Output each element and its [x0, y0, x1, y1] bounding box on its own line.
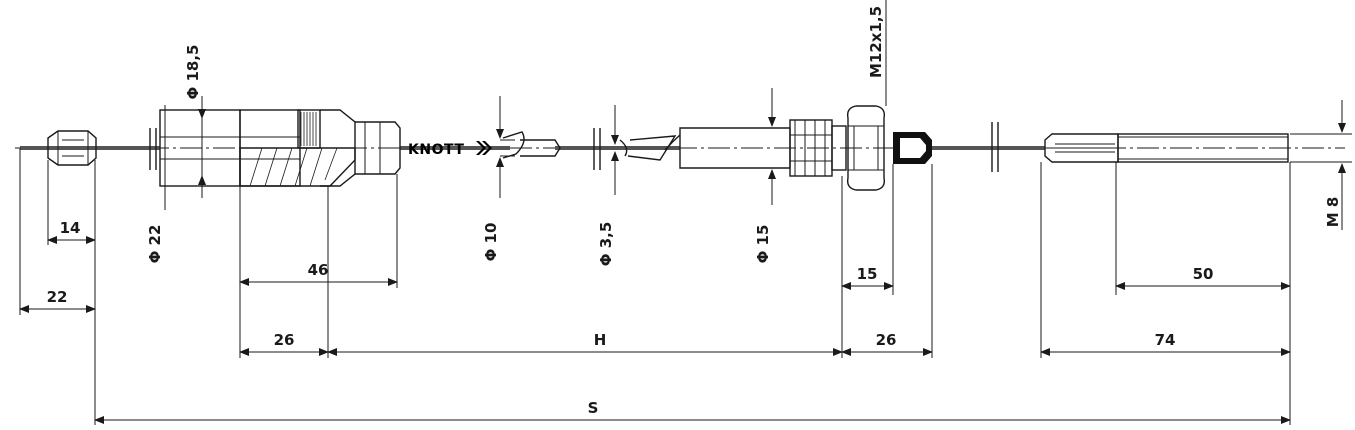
dim-length-22: 22: [47, 288, 68, 306]
dim-length-15: 15: [857, 265, 878, 283]
cable-nipple: [47, 130, 97, 166]
knurl-pattern: [300, 112, 317, 146]
cable-conduit: [500, 131, 561, 159]
dim-thread-m8: M 8: [1324, 197, 1342, 228]
dim-diameter-10: Φ 10: [482, 223, 500, 262]
dim-length-26-left: 26: [274, 331, 295, 349]
double-chevron-icon: [476, 141, 492, 155]
dim-diameter-18-5: Φ 18,5: [184, 45, 202, 100]
dim-length-s: S: [588, 399, 599, 417]
dim-length-h: H: [594, 331, 607, 349]
dim-length-14: 14: [60, 219, 81, 237]
brand-name: KNOTT: [408, 142, 464, 158]
extension-lines: [19, 0, 1352, 425]
diameter-dimensions: [164, 0, 1346, 230]
threaded-rod-end: [1044, 133, 1289, 163]
dim-thread-m12: M12x1,5: [867, 6, 885, 78]
knott-logo: KNOTT: [408, 141, 492, 158]
dim-diameter-15: Φ 15: [754, 225, 772, 264]
dim-length-74: 74: [1155, 331, 1176, 349]
linear-dimensions: [19, 236, 1291, 424]
dim-diameter-3-5: Φ 3,5: [597, 222, 615, 267]
adjuster-sleeve: [619, 119, 847, 177]
dim-length-46: 46: [308, 261, 329, 279]
break-marks: [149, 122, 999, 172]
dim-length-50: 50: [1193, 265, 1214, 283]
hex-nut: [846, 105, 886, 191]
section-hatching: [249, 147, 338, 187]
dimension-labels: Φ 18,5 Φ 22 Φ 10 Φ 3,5 Φ 15 M12x1,5 M 8 …: [47, 6, 1342, 417]
dim-diameter-22: Φ 22: [146, 225, 164, 264]
dim-length-26-right: 26: [876, 331, 897, 349]
crimp-ferrule: [893, 132, 932, 164]
